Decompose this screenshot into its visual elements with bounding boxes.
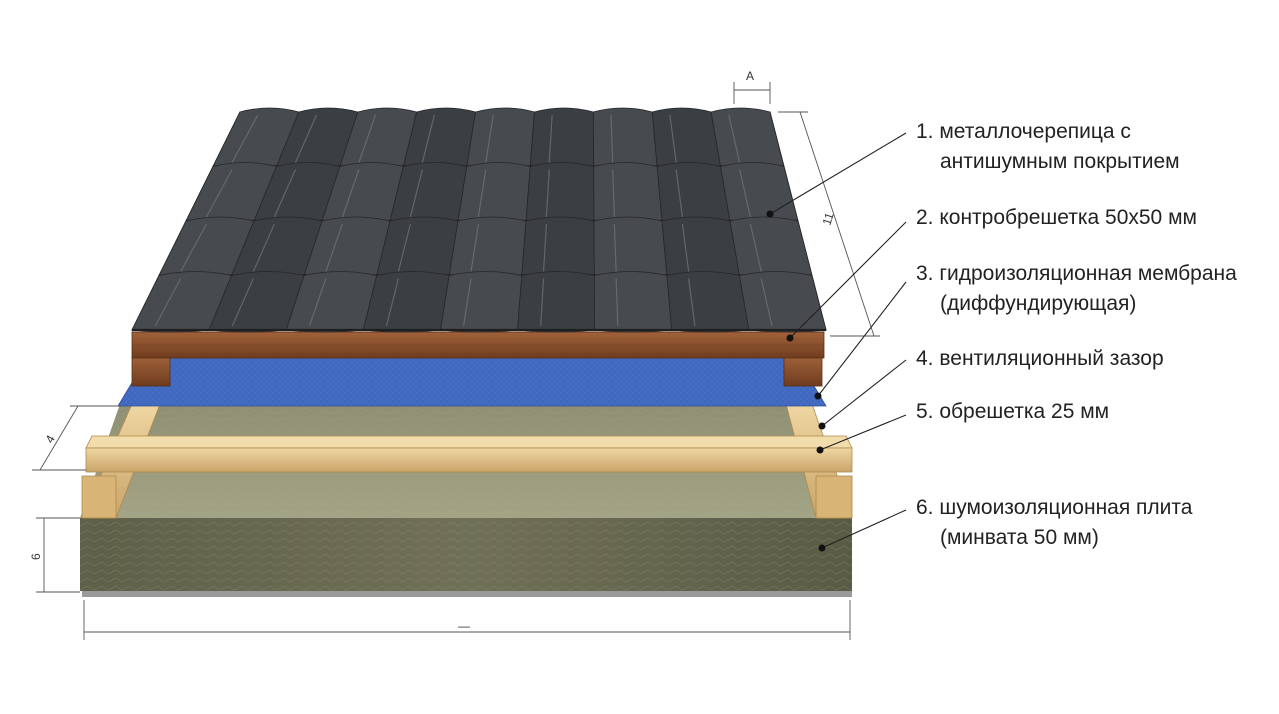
- tile-wave: [710, 107, 785, 169]
- tile-wave: [656, 162, 731, 224]
- tile-highlight: [669, 114, 677, 163]
- label-3-line2: (диффундирующая): [940, 292, 1136, 315]
- tile-wave: [525, 162, 595, 224]
- label-4-line1: 4. вентиляционный зазор: [916, 347, 1164, 370]
- tile-wave: [738, 271, 827, 333]
- tile-highlight: [612, 169, 615, 218]
- tile-highlight: [409, 169, 423, 218]
- counter-batten-right: [783, 355, 823, 387]
- label-3-line1: 3. гидроизоляционная мембрана: [916, 262, 1237, 285]
- tile-wave: [592, 107, 658, 169]
- tile-wave: [448, 216, 527, 278]
- leader-dot-5: [816, 446, 824, 454]
- tile-highlight: [294, 114, 318, 163]
- leader-dot-6: [818, 544, 826, 552]
- tile-highlight: [180, 223, 207, 272]
- tile-highlight: [325, 223, 343, 272]
- tile-wave: [593, 162, 663, 224]
- tile-highlight: [462, 278, 472, 327]
- leader-dot-3: [814, 392, 822, 400]
- label-1-line1: 1. металлочерепица с: [916, 120, 1131, 143]
- tile-highlight: [252, 223, 275, 272]
- right-batten-end: [815, 475, 853, 519]
- tile-highlight: [385, 278, 400, 327]
- wool-slab-front-texture: [80, 518, 852, 591]
- metal-tile: [131, 107, 827, 333]
- leader-dot-4: [818, 422, 826, 430]
- wool-slab: [80, 404, 852, 597]
- counter-batten-left: [131, 355, 171, 387]
- tile-wave: [593, 216, 668, 278]
- tile-highlight: [341, 169, 360, 218]
- tile-highlight: [231, 278, 254, 327]
- leader-dot-1: [766, 210, 774, 218]
- tile-highlight: [749, 223, 762, 272]
- tile-wave: [362, 271, 450, 333]
- tile-wave: [661, 216, 740, 278]
- tile-highlight: [154, 278, 182, 327]
- tile-highlight: [308, 278, 327, 327]
- label-2-line1: 2. контробрешетка 50х50 мм: [916, 206, 1197, 229]
- tile-highlight: [542, 223, 547, 272]
- tile-highlight: [548, 114, 553, 163]
- dim-tile-height: 11: [820, 210, 837, 226]
- leader-dot-2: [786, 334, 794, 342]
- label-6-line1: 6. шумоизоляционная плита: [916, 496, 1193, 519]
- tile-highlight: [739, 169, 751, 218]
- tile-highlight: [760, 278, 773, 327]
- tile-highlight: [485, 114, 494, 163]
- tile-wave: [439, 271, 523, 333]
- cross-batten-top: [85, 435, 853, 449]
- tile-wave: [593, 271, 673, 333]
- tile-highlight: [613, 223, 617, 272]
- base-plate: [82, 591, 852, 597]
- tile-wave: [466, 107, 535, 169]
- tile-highlight: [205, 169, 233, 218]
- membrane: [117, 355, 827, 407]
- tile-highlight: [231, 114, 259, 163]
- counter-battens: [131, 331, 825, 387]
- tile-highlight: [688, 278, 696, 327]
- cross-batten-front: [85, 447, 853, 473]
- layer-labels: 1. металлочерепица с антишумным покрытие…: [916, 120, 1237, 549]
- tile-highlight: [545, 169, 550, 218]
- tile-highlight: [728, 114, 741, 163]
- tile-highlight: [358, 114, 377, 163]
- dim-width: —: [458, 619, 470, 633]
- label-6-line2: (минвата 50 мм): [940, 526, 1099, 549]
- left-batten-end: [81, 475, 117, 519]
- tile-highlight: [470, 223, 479, 272]
- tile-highlight: [273, 169, 297, 218]
- label-1-line2: антишумным покрытием: [940, 150, 1180, 173]
- tile-highlight: [610, 114, 614, 163]
- tile-highlight: [681, 223, 690, 272]
- tile-highlight: [477, 169, 487, 218]
- tile-wave: [457, 162, 531, 224]
- tile-wave: [720, 162, 799, 224]
- tile-wave: [521, 216, 595, 278]
- tile-wave: [651, 107, 722, 169]
- tile-highlight: [397, 223, 411, 272]
- tile-wave: [376, 216, 459, 278]
- tile-wave: [517, 271, 596, 333]
- lath-battens: [81, 403, 853, 519]
- leader-lines: [766, 132, 907, 552]
- tile-wave: [729, 216, 813, 278]
- dim-slab-height: 6: [29, 553, 43, 560]
- label-5-line1: 5. обрешетка 25 мм: [916, 400, 1109, 423]
- tile-wave: [529, 107, 595, 169]
- dim-tile-pitch: A: [746, 69, 754, 83]
- tile-highlight: [675, 169, 683, 218]
- tile-highlight: [421, 114, 435, 163]
- tile-wave: [666, 271, 750, 333]
- tile-highlight: [615, 278, 619, 327]
- tile-highlight: [540, 278, 545, 327]
